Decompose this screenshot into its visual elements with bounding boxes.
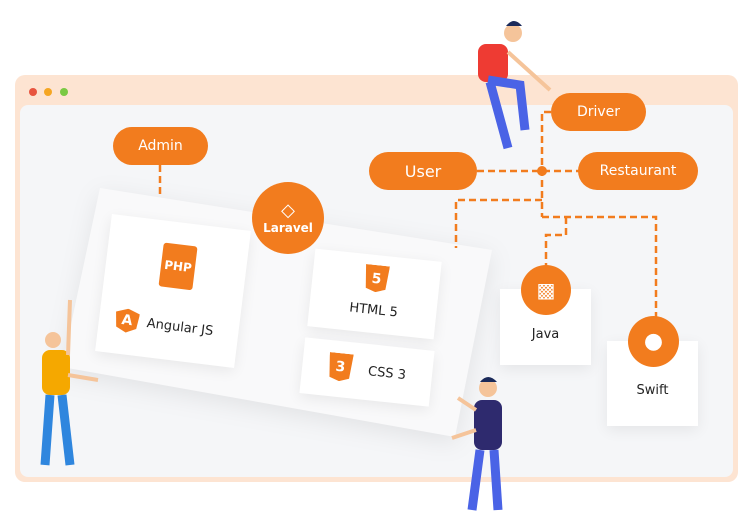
android-icon: ▩ <box>521 265 571 315</box>
driver-pill: Driver <box>551 93 646 131</box>
swift-label: Swift <box>636 383 669 398</box>
window-maximize-dot <box>60 88 68 96</box>
laravel-label: Laravel <box>263 221 313 235</box>
java-label: Java <box>531 327 560 342</box>
person-holding-right <box>451 377 503 511</box>
laravel-badge: ◇ Laravel <box>252 182 324 254</box>
restaurant-pill: Restaurant <box>578 152 698 190</box>
admin-pill: Admin <box>113 127 208 165</box>
user-pill: User <box>369 152 477 190</box>
window-minimize-dot <box>44 88 52 96</box>
apple-icon: ● <box>628 316 679 367</box>
window-close-dot <box>29 88 37 96</box>
person-holding-left <box>40 299 99 466</box>
person-sitting <box>478 21 552 150</box>
laravel-icon: ◇ <box>281 200 295 221</box>
